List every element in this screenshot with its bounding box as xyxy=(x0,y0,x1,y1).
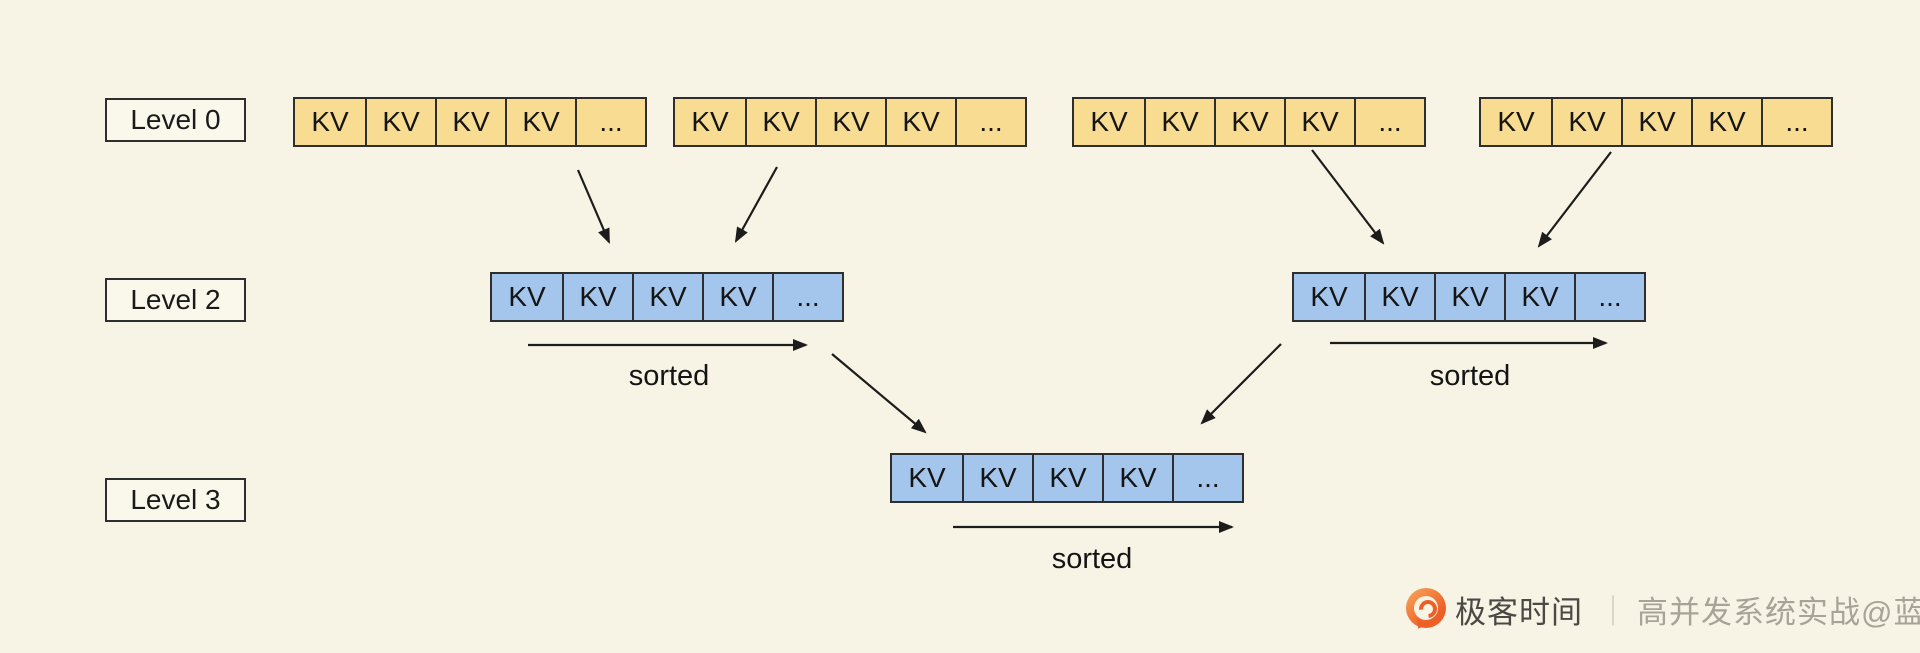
ellipsis-cell: ... xyxy=(1574,274,1644,320)
level-3-label-box: Level 3 xyxy=(105,478,246,522)
watermark-footer: 极客时间 ｜ 高并发系统实战@蓝天 xyxy=(1406,586,1920,637)
kv-cell: KV xyxy=(1074,99,1144,145)
kv-cell: KV xyxy=(505,99,575,145)
level-0-label: Level 0 xyxy=(130,104,221,135)
merge-arrow-l2right-to-l3 xyxy=(1200,343,1282,425)
kv-cell: KV xyxy=(885,99,955,145)
merge-arrow-l2left-to-l3 xyxy=(831,353,927,434)
kv-cell: KV xyxy=(492,274,562,320)
kv-cell: KV xyxy=(815,99,885,145)
kv-cell: KV xyxy=(1294,274,1364,320)
kv-cell: KV xyxy=(435,99,505,145)
kv-cell: KV xyxy=(1434,274,1504,320)
watermark-text: 高并发系统实战@蓝天 xyxy=(1637,594,1920,630)
kv-cell: KV xyxy=(1144,99,1214,145)
brand-name: 极客时间 xyxy=(1455,594,1583,630)
footer-divider: ｜ xyxy=(1598,596,1628,629)
kv-cell: KV xyxy=(1691,99,1761,145)
sorted-label-level3: sorted xyxy=(1051,543,1133,575)
level-2-label: Level 2 xyxy=(130,284,221,315)
merge-arrow-l0a2-to-l2left xyxy=(734,166,778,243)
level-0-label-box: Level 0 xyxy=(105,98,246,142)
kv-cell: KV xyxy=(1214,99,1284,145)
merge-arrow-l0a3-to-l2right xyxy=(1311,149,1385,245)
level-2-label-box: Level 2 xyxy=(105,278,246,322)
ellipsis-cell: ... xyxy=(1354,99,1424,145)
geektime-logo-icon xyxy=(1406,588,1446,637)
kv-cell: KV xyxy=(562,274,632,320)
merge-arrow-l0a4-to-l2right xyxy=(1537,151,1612,248)
kv-cell: KV xyxy=(1032,455,1102,501)
ellipsis-cell: ... xyxy=(1761,99,1831,145)
ellipsis-cell: ... xyxy=(1172,455,1242,501)
sorted-label-level2-right: sorted xyxy=(1429,360,1511,392)
kv-cell: KV xyxy=(1504,274,1574,320)
merge-arrow-l0a1-to-l2left xyxy=(576,169,611,244)
level-3-label: Level 3 xyxy=(130,484,221,515)
kv-cell: KV xyxy=(892,455,962,501)
kv-cell: KV xyxy=(1102,455,1172,501)
ellipsis-cell: ... xyxy=(575,99,645,145)
kv-cell: KV xyxy=(675,99,745,145)
kv-cell: KV xyxy=(962,455,1032,501)
kv-cell: KV xyxy=(745,99,815,145)
ellipsis-cell: ... xyxy=(955,99,1025,145)
kv-cell: KV xyxy=(365,99,435,145)
kv-cell: KV xyxy=(702,274,772,320)
kv-cell: KV xyxy=(1364,274,1434,320)
ellipsis-cell: ... xyxy=(772,274,842,320)
kv-cell: KV xyxy=(1551,99,1621,145)
kv-cell: KV xyxy=(1621,99,1691,145)
kv-cell: KV xyxy=(1481,99,1551,145)
kv-cell: KV xyxy=(295,99,365,145)
kv-cell: KV xyxy=(1284,99,1354,145)
sorted-label-level2-left: sorted xyxy=(628,360,710,392)
kv-cell: KV xyxy=(632,274,702,320)
